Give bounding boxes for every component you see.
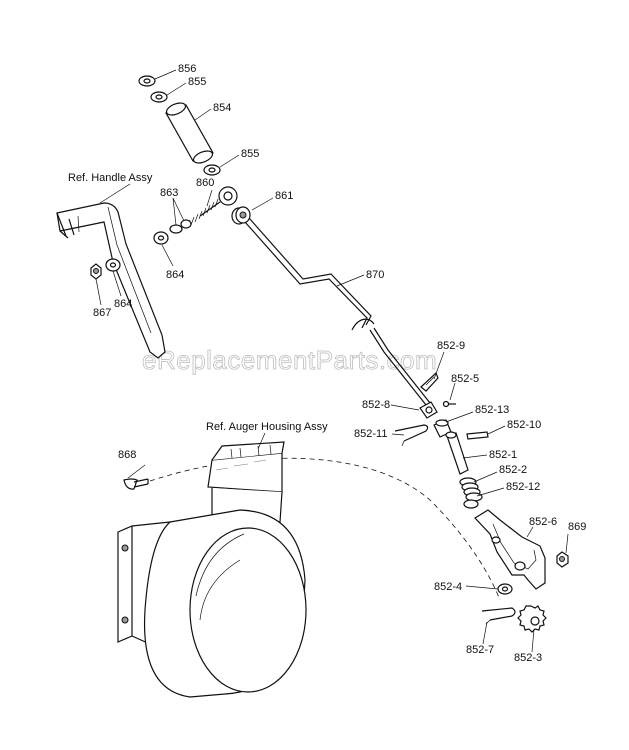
part-863-washers	[169, 219, 192, 234]
callout-852-1: 852-1	[489, 449, 517, 461]
handle-assembly	[56, 202, 166, 359]
callout-852-10: 852-10	[507, 419, 541, 431]
callout-852-8: 852-8	[362, 399, 390, 411]
part-854-sleeve	[165, 102, 214, 164]
callout-855-top: 855	[188, 76, 206, 88]
callout-860: 860	[196, 177, 214, 189]
callout-852-2: 852-2	[499, 464, 527, 476]
part-852-3-gear	[517, 605, 547, 633]
auger-housing-assembly	[117, 441, 307, 698]
label-ref-auger-housing-assy: Ref. Auger Housing Assy	[206, 421, 328, 433]
part-855-washer-top	[150, 91, 168, 103]
callout-869: 869	[568, 521, 586, 533]
callout-864-a: 864	[166, 269, 184, 281]
part-852-11-hairpin	[394, 424, 429, 447]
part-856-nut	[138, 75, 156, 87]
callout-861: 861	[275, 190, 293, 202]
part-861-bushing	[231, 206, 251, 225]
callout-852-13: 852-13	[475, 404, 509, 416]
part-852-7-clip	[481, 607, 516, 625]
part-869-nut	[556, 551, 569, 568]
callout-864-b: 864	[114, 298, 132, 310]
callout-867: 867	[93, 307, 111, 319]
callout-854: 854	[213, 102, 231, 114]
part-867-nut	[90, 263, 102, 280]
part-860-eyebolt	[183, 186, 238, 229]
callout-870: 870	[366, 269, 384, 281]
watermark-text: eReplacementParts.com	[142, 345, 437, 375]
callout-852-12: 852-12	[506, 481, 540, 493]
part-852-1-shaft	[445, 431, 469, 475]
callout-852-9: 852-9	[437, 340, 465, 352]
part-852-4-washer	[497, 583, 513, 595]
part-852-12-washer	[463, 499, 479, 509]
part-852-6-bracket	[474, 509, 546, 590]
part-852-9-clip	[420, 371, 439, 392]
part-864-washer-lower	[105, 258, 121, 272]
part-855-washer-mid	[203, 164, 221, 176]
callout-852-5: 852-5	[451, 373, 479, 385]
part-852-8-swivel	[419, 401, 438, 419]
part-852-10-pin	[466, 431, 489, 440]
part-868-carriage-bolt	[123, 478, 149, 490]
label-ref-handle-assy: Ref. Handle Assy	[68, 172, 153, 184]
part-852-5-pin	[442, 400, 456, 408]
callout-855-mid: 855	[241, 148, 259, 160]
callout-852-4: 852-4	[434, 581, 462, 593]
callout-852-11: 852-11	[354, 428, 387, 440]
callout-852-6: 852-6	[529, 516, 557, 528]
callout-856: 856	[178, 63, 196, 75]
part-864-washer-upper	[153, 231, 169, 245]
callout-863: 863	[160, 187, 178, 199]
part-870-shift-rod	[244, 217, 435, 411]
callout-852-7: 852-7	[466, 644, 494, 656]
callout-852-3: 852-3	[514, 652, 542, 664]
part-852-2-spring	[459, 477, 483, 502]
leader-lines	[95, 69, 569, 653]
callout-868: 868	[118, 449, 136, 461]
